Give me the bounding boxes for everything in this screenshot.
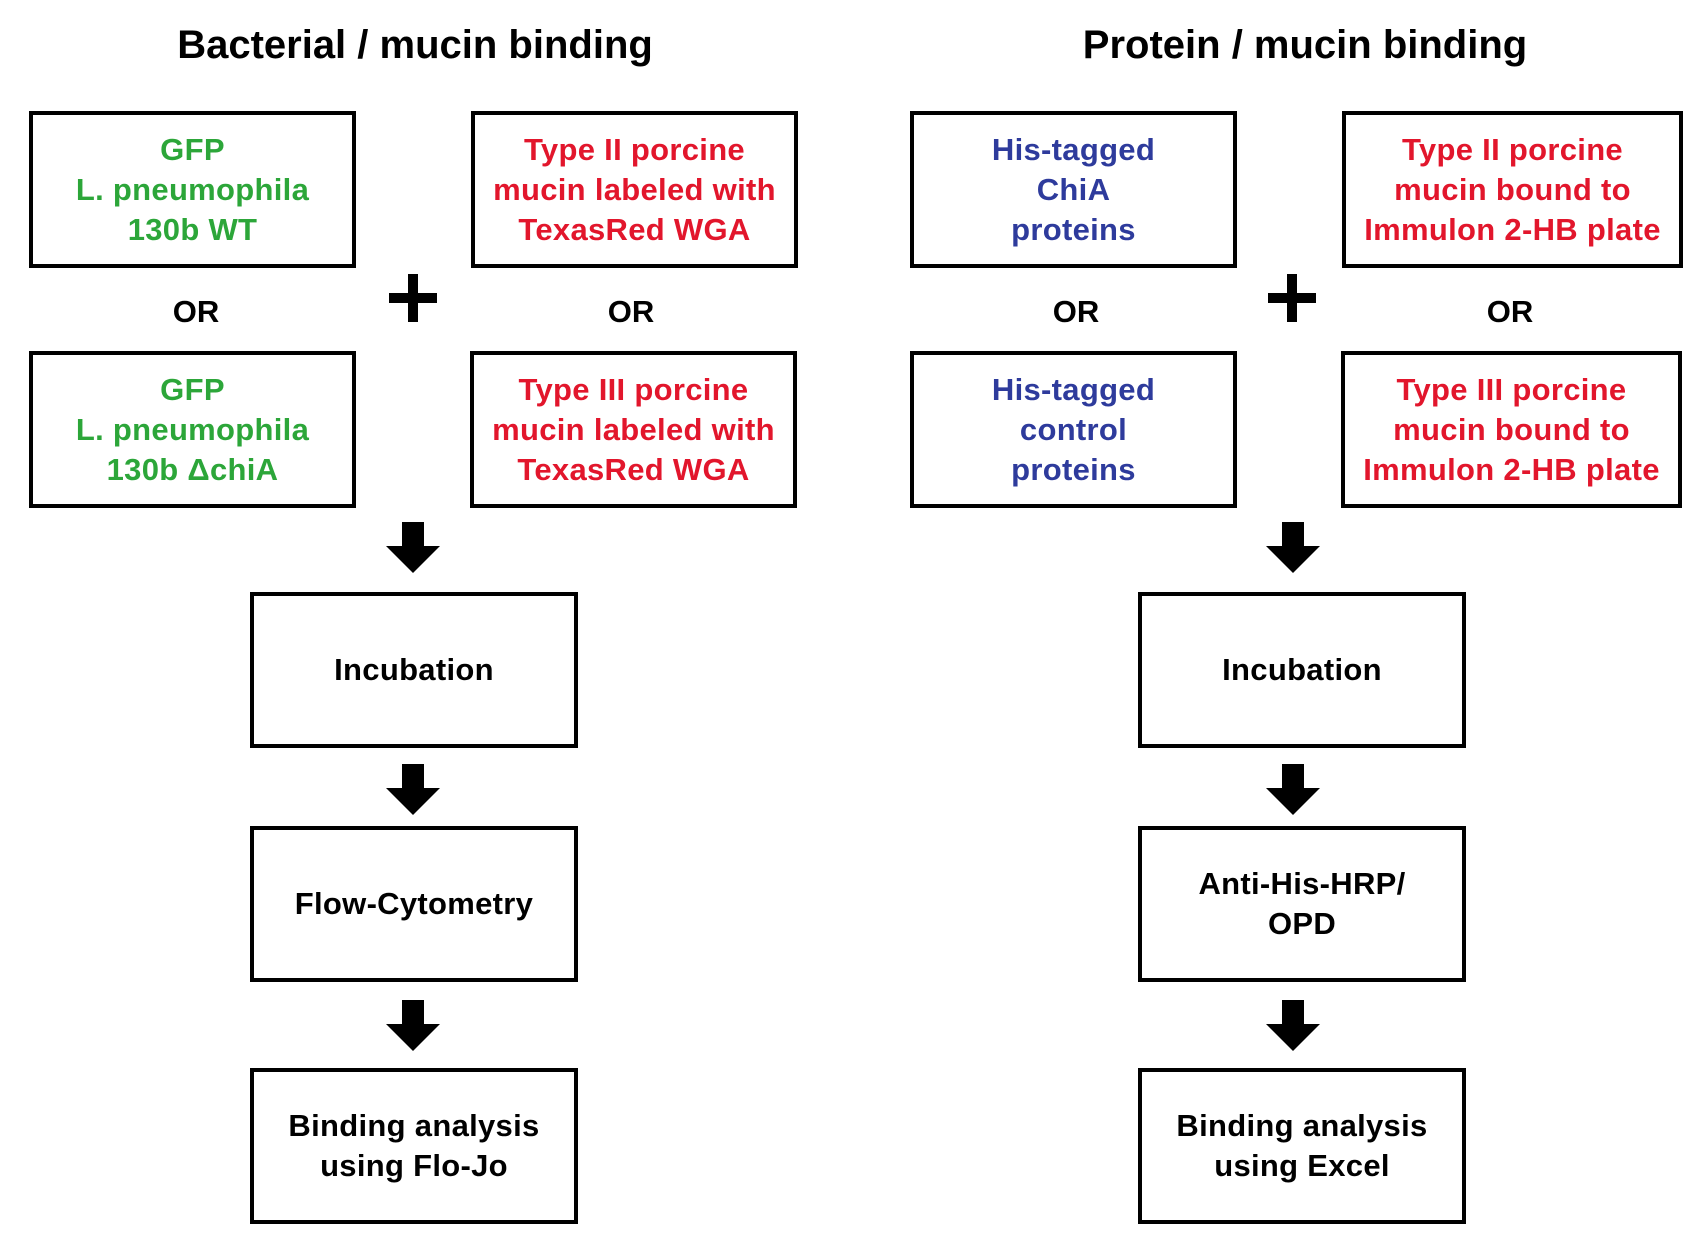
box-line: Incubation [334, 652, 494, 687]
flojo-analysis-step-box: Binding analysis using Flo-Jo [250, 1068, 578, 1224]
box-line: Type III porcine [518, 371, 749, 407]
excel-analysis-step-box: Binding analysis using Excel [1138, 1068, 1466, 1224]
or-label: OR [1052, 294, 1100, 329]
plus-icon [389, 274, 437, 322]
box-line: GFP [160, 371, 225, 407]
his-tagged-chia-box: His-tagged ChiA proteins [910, 111, 1237, 268]
box-line: TexasRed WGA [518, 211, 751, 247]
or-label: OR [1486, 294, 1534, 329]
box-line: L. pneumophila [75, 411, 310, 447]
box-line: ChiA [1036, 171, 1111, 207]
box-line: mucin bound to [1393, 411, 1630, 447]
gfp-wt-strain-box: GFP L. pneumophila 130b WT [29, 111, 356, 268]
box-line: Binding analysis [288, 1108, 540, 1143]
box-line: OPD [1267, 906, 1337, 941]
box-line: Anti-His-HRP/ [1198, 866, 1406, 901]
box-line: proteins [1011, 211, 1136, 247]
flow-cytometry-step-box: Flow-Cytometry [250, 826, 578, 982]
box-line: L. pneumophila [75, 171, 310, 207]
box-line: 130b ΔchiA [106, 451, 279, 487]
box-line: Type II porcine [1402, 131, 1623, 167]
or-label: OR [172, 294, 220, 329]
down-arrow-icon [386, 764, 440, 815]
box-line: mucin bound to [1394, 171, 1631, 207]
anti-his-hrp-step-box: Anti-His-HRP/ OPD [1138, 826, 1466, 982]
box-line: mucin labeled with [493, 171, 776, 207]
box-line: Type III porcine [1396, 371, 1627, 407]
box-line: control [1019, 411, 1128, 447]
down-arrow-icon [1266, 522, 1320, 573]
type-iii-mucin-texasred-box: Type III porcine mucin labeled with Texa… [470, 351, 797, 508]
his-tagged-control-box: His-tagged control proteins [910, 351, 1237, 508]
or-label: OR [607, 294, 655, 329]
box-line: Type II porcine [524, 131, 745, 167]
plus-icon [1268, 274, 1316, 322]
type-iii-mucin-plate-box: Type III porcine mucin bound to Immulon … [1341, 351, 1682, 508]
box-line: TexasRed WGA [517, 451, 750, 487]
box-line: GFP [160, 131, 225, 167]
box-line: Immulon 2-HB plate [1363, 451, 1660, 487]
gfp-chia-mutant-box: GFP L. pneumophila 130b ΔchiA [29, 351, 356, 508]
box-line: His-tagged [991, 131, 1156, 167]
down-arrow-icon [1266, 764, 1320, 815]
box-line: using Flo-Jo [320, 1148, 508, 1183]
box-line: Incubation [1222, 652, 1382, 687]
left-panel-title: Bacterial / mucin binding [177, 23, 653, 67]
right-panel-title: Protein / mucin binding [1082, 23, 1528, 67]
box-line: mucin labeled with [492, 411, 775, 447]
box-line: Flow-Cytometry [294, 886, 534, 921]
type-ii-mucin-plate-box: Type II porcine mucin bound to Immulon 2… [1342, 111, 1683, 268]
box-line: His-tagged [991, 371, 1156, 407]
incubation-step-box: Incubation [1138, 592, 1466, 748]
incubation-step-box: Incubation [250, 592, 578, 748]
box-line: Immulon 2-HB plate [1364, 211, 1661, 247]
box-line: using Excel [1214, 1148, 1390, 1183]
type-ii-mucin-texasred-box: Type II porcine mucin labeled with Texas… [471, 111, 798, 268]
box-line: Binding analysis [1176, 1108, 1428, 1143]
down-arrow-icon [1266, 1000, 1320, 1051]
down-arrow-icon [386, 522, 440, 573]
down-arrow-icon [386, 1000, 440, 1051]
box-line: proteins [1011, 451, 1136, 487]
box-line: 130b WT [127, 211, 258, 247]
